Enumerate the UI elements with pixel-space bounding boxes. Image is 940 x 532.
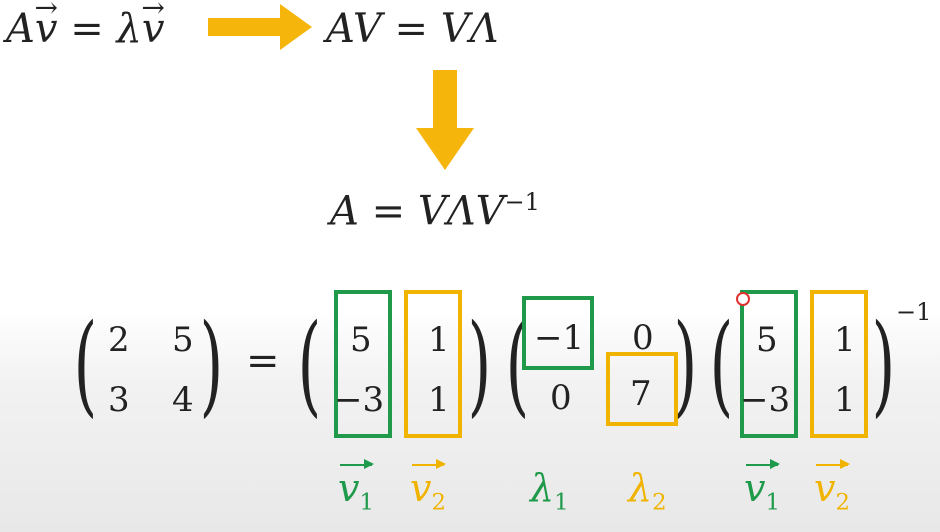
down-arrow-icon: [416, 70, 474, 170]
matrix-eigen-equation: AV = VΛ: [326, 6, 499, 52]
label-v2-inverse: v2: [814, 459, 850, 516]
right-arrow-icon: [208, 4, 312, 50]
equals-sign: =: [246, 338, 280, 384]
eigen-equation: Av = λv: [6, 6, 164, 52]
label-v2: v2: [410, 459, 446, 516]
diagonalization-equation: A = VΛV−1: [330, 188, 540, 235]
label-lambda1: λ1: [530, 466, 569, 516]
label-v1: v1: [338, 459, 374, 516]
label-lambda2: λ2: [628, 466, 667, 516]
label-v1-inverse: v1: [744, 459, 780, 516]
cursor-indicator: [736, 292, 750, 306]
